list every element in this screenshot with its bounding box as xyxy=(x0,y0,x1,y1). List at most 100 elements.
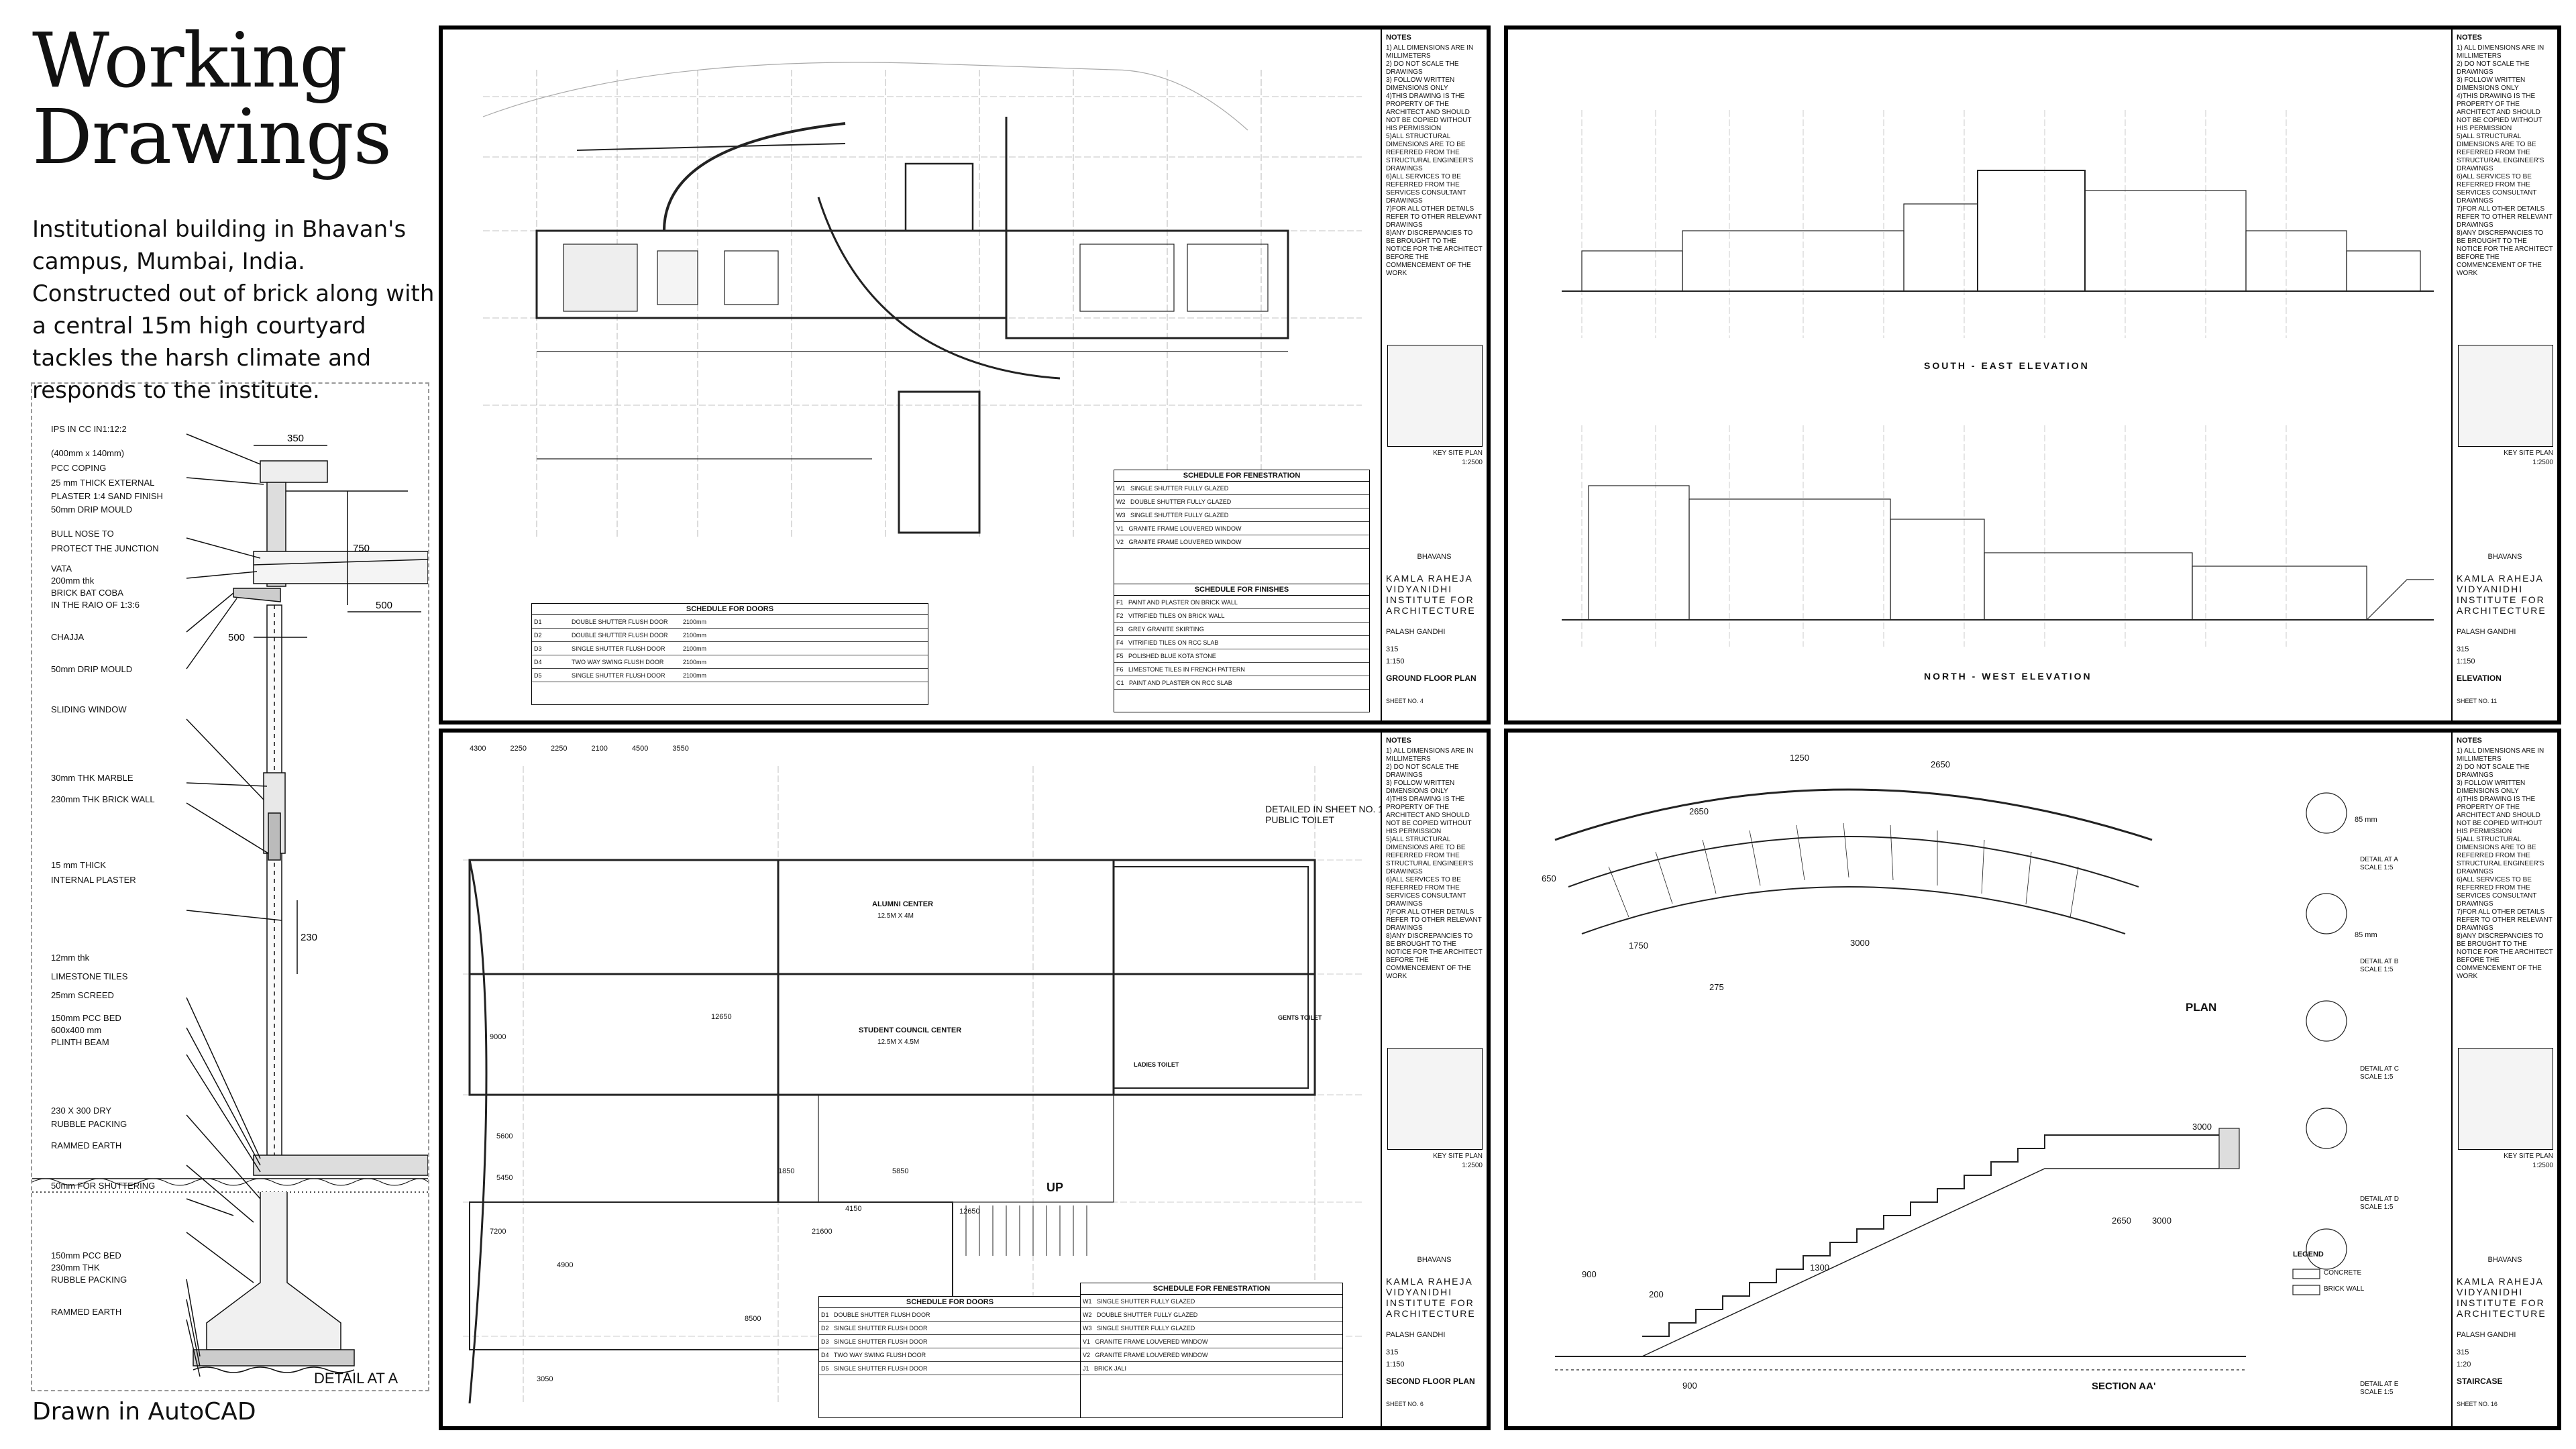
dim: 3000 xyxy=(2152,1216,2171,1226)
dim: 3550 xyxy=(672,745,689,753)
detail-label: 25 mm THICK EXTERNAL xyxy=(51,478,155,488)
sheet-staircase: PLAN SECTION AA' 1250 2650 2650 650 1750… xyxy=(1504,729,2561,1430)
ground-floor-plan-drawing xyxy=(482,62,1362,539)
se-elevation-title: SOUTH - EAST ELEVATION xyxy=(1924,360,2090,371)
dim: 12650 xyxy=(711,1013,732,1021)
detail-label: RUBBLE PACKING xyxy=(51,1275,127,1285)
detail-label: LIMESTONE TILES xyxy=(51,971,128,981)
dim: 4150 xyxy=(845,1205,862,1213)
dim: 2650 xyxy=(1689,806,1709,816)
room-size: 12.5M X 4.5M xyxy=(877,1038,920,1046)
detail-label: INTERNAL PLASTER xyxy=(51,875,136,885)
dim: 650 xyxy=(1542,873,1556,883)
detail-label: BRICK BAT COBA xyxy=(51,588,123,598)
wall-section-detail: 350 750 500 500 230 IPS IN CC IN1:12:2 (… xyxy=(31,382,429,1391)
notes-block: NOTES 1) ALL DIMENSIONS ARE IN MILLIMETE… xyxy=(1386,737,1483,980)
dim-750: 750 xyxy=(353,543,370,554)
callout-public-toilet: PUBLIC TOILET xyxy=(1265,814,1334,825)
room-label: LADIES TOILET xyxy=(1134,1061,1179,1068)
detail-d-scale: SCALE 1:5 xyxy=(2360,1203,2394,1211)
dim-230: 230 xyxy=(301,932,317,943)
detail-title: DETAIL AT A xyxy=(314,1370,398,1387)
plan-title: PLAN xyxy=(2186,1001,2217,1014)
detail-label: VATA xyxy=(51,564,72,574)
detail-label: BULL NOSE TO xyxy=(51,529,114,539)
dim: 9000 xyxy=(490,1033,506,1041)
detail-label: 200mm thk xyxy=(51,576,95,586)
detail-d-label: DETAIL AT D xyxy=(2360,1195,2399,1203)
title-block: NOTES 1) ALL DIMENSIONS ARE IN MILLIMETE… xyxy=(2451,30,2557,720)
detail-label: SLIDING WINDOW xyxy=(51,704,127,714)
dim: 8500 xyxy=(745,1315,761,1323)
dim: 4300 xyxy=(470,745,486,753)
project-description: Institutional building in Bhavan's campu… xyxy=(32,216,435,404)
detail-label: CHAJJA xyxy=(51,632,85,642)
dim: 2100 xyxy=(591,745,608,753)
room-label: GENTS TOILET xyxy=(1278,1014,1322,1021)
dim: 2650 xyxy=(2112,1216,2131,1226)
detail-c-label: DETAIL AT C xyxy=(2360,1065,2399,1073)
dim: 3000 xyxy=(1850,938,1870,948)
detail-label: PROTECT THE JUNCTION xyxy=(51,543,159,553)
fenestration-schedule-table: SCHEDULE FOR FENESTRATION W1 SINGLE SHUT… xyxy=(1080,1283,1343,1418)
detail-label: 50mm DRIP MOULD xyxy=(51,504,133,515)
detail-b-label: DETAIL AT B xyxy=(2360,958,2399,965)
dim-500a: 500 xyxy=(228,632,245,643)
door-schedule-table: SCHEDULE FOR DOORS D1 DOUBLE SHUTTER FLU… xyxy=(818,1296,1081,1418)
door-schedule-title: SCHEDULE FOR DOORS xyxy=(819,1297,1081,1308)
detail-dim: 85 mm xyxy=(2355,816,2377,824)
software-note: Drawn in AutoCAD xyxy=(32,1398,256,1426)
notes-block: NOTES 1) ALL DIMENSIONS ARE IN MILLIMETE… xyxy=(2457,34,2553,277)
detail-label: 15 mm THICK xyxy=(51,860,107,870)
detail-label: PLINTH BEAM xyxy=(51,1037,109,1047)
notes-block: NOTES 1) ALL DIMENSIONS ARE IN MILLIMETE… xyxy=(1386,34,1483,277)
legend-brick-wall: BRICK WALL xyxy=(2324,1285,2365,1293)
dim: 900 xyxy=(1582,1269,1597,1279)
dim: 5850 xyxy=(892,1167,909,1175)
dim: 4500 xyxy=(631,745,649,753)
dim: 275 xyxy=(1709,982,1724,992)
dim-350: 350 xyxy=(287,433,304,444)
dim: 2250 xyxy=(550,745,568,753)
section-title: SECTION AA' xyxy=(2092,1381,2156,1392)
detail-label: 230mm THK BRICK WALL xyxy=(51,794,155,804)
nw-elevation-title: NORTH - WEST ELEVATION xyxy=(1924,671,2092,682)
fenestration-schedule-table: SCHEDULE FOR FENESTRATION W1 SINGLE SHUT… xyxy=(1114,470,1370,585)
sheet-second-floor-plan: ALUMNI CENTER 12.5M X 4M STUDENT COUNCIL… xyxy=(439,729,1491,1430)
key-site-plan-image xyxy=(1387,1048,1483,1150)
legend-concrete: CONCRETE xyxy=(2324,1269,2362,1277)
detail-b-scale: SCALE 1:5 xyxy=(2360,966,2394,973)
key-site-plan-image xyxy=(1387,345,1483,447)
detail-label: 50mm DRIP MOULD xyxy=(51,664,133,674)
detail-label: PLASTER 1:4 SAND FINISH xyxy=(51,491,163,501)
page-title: Working Drawings xyxy=(32,23,392,176)
door-schedule-title: SCHEDULE FOR DOORS xyxy=(532,604,928,615)
finishes-schedule-title: SCHEDULE FOR FINISHES xyxy=(1114,584,1369,596)
title-block: NOTES 1) ALL DIMENSIONS ARE IN MILLIMETE… xyxy=(1381,733,1487,1426)
room-size: 12.5M X 4M xyxy=(877,912,914,920)
detail-label: PCC COPING xyxy=(51,463,107,473)
detail-label: 12mm thk xyxy=(51,953,90,963)
dim: 2650 xyxy=(1931,759,1950,769)
detail-dim: 85 mm xyxy=(2355,931,2377,939)
finishes-schedule-table: SCHEDULE FOR FINISHES F1 PAINT AND PLAST… xyxy=(1114,584,1370,712)
dim-500b: 500 xyxy=(376,600,392,611)
dim: 5450 xyxy=(496,1174,513,1182)
legend-title: LEGEND xyxy=(2293,1250,2324,1258)
room-label: ALUMNI CENTER xyxy=(872,900,934,908)
detail-label: RUBBLE PACKING xyxy=(51,1119,127,1129)
dim: 1750 xyxy=(1629,941,1648,951)
detail-label: 25mm SCREED xyxy=(51,990,114,1000)
dim: 2250 xyxy=(510,745,527,753)
dim: 3050 xyxy=(537,1375,553,1383)
detail-label: RAMMED EARTH xyxy=(51,1307,122,1317)
dim: 5600 xyxy=(496,1132,513,1140)
callout-detail: DETAILED IN SHEET NO. 19 xyxy=(1265,804,1389,814)
detail-a-scale: SCALE 1:5 xyxy=(2360,864,2394,871)
key-site-plan-image xyxy=(2458,345,2553,447)
elevation-drawing xyxy=(1562,110,2434,647)
dim: 1300 xyxy=(1810,1263,1829,1273)
fenestration-schedule-title: SCHEDULE FOR FENESTRATION xyxy=(1114,470,1369,482)
dim: 21600 xyxy=(812,1228,833,1236)
